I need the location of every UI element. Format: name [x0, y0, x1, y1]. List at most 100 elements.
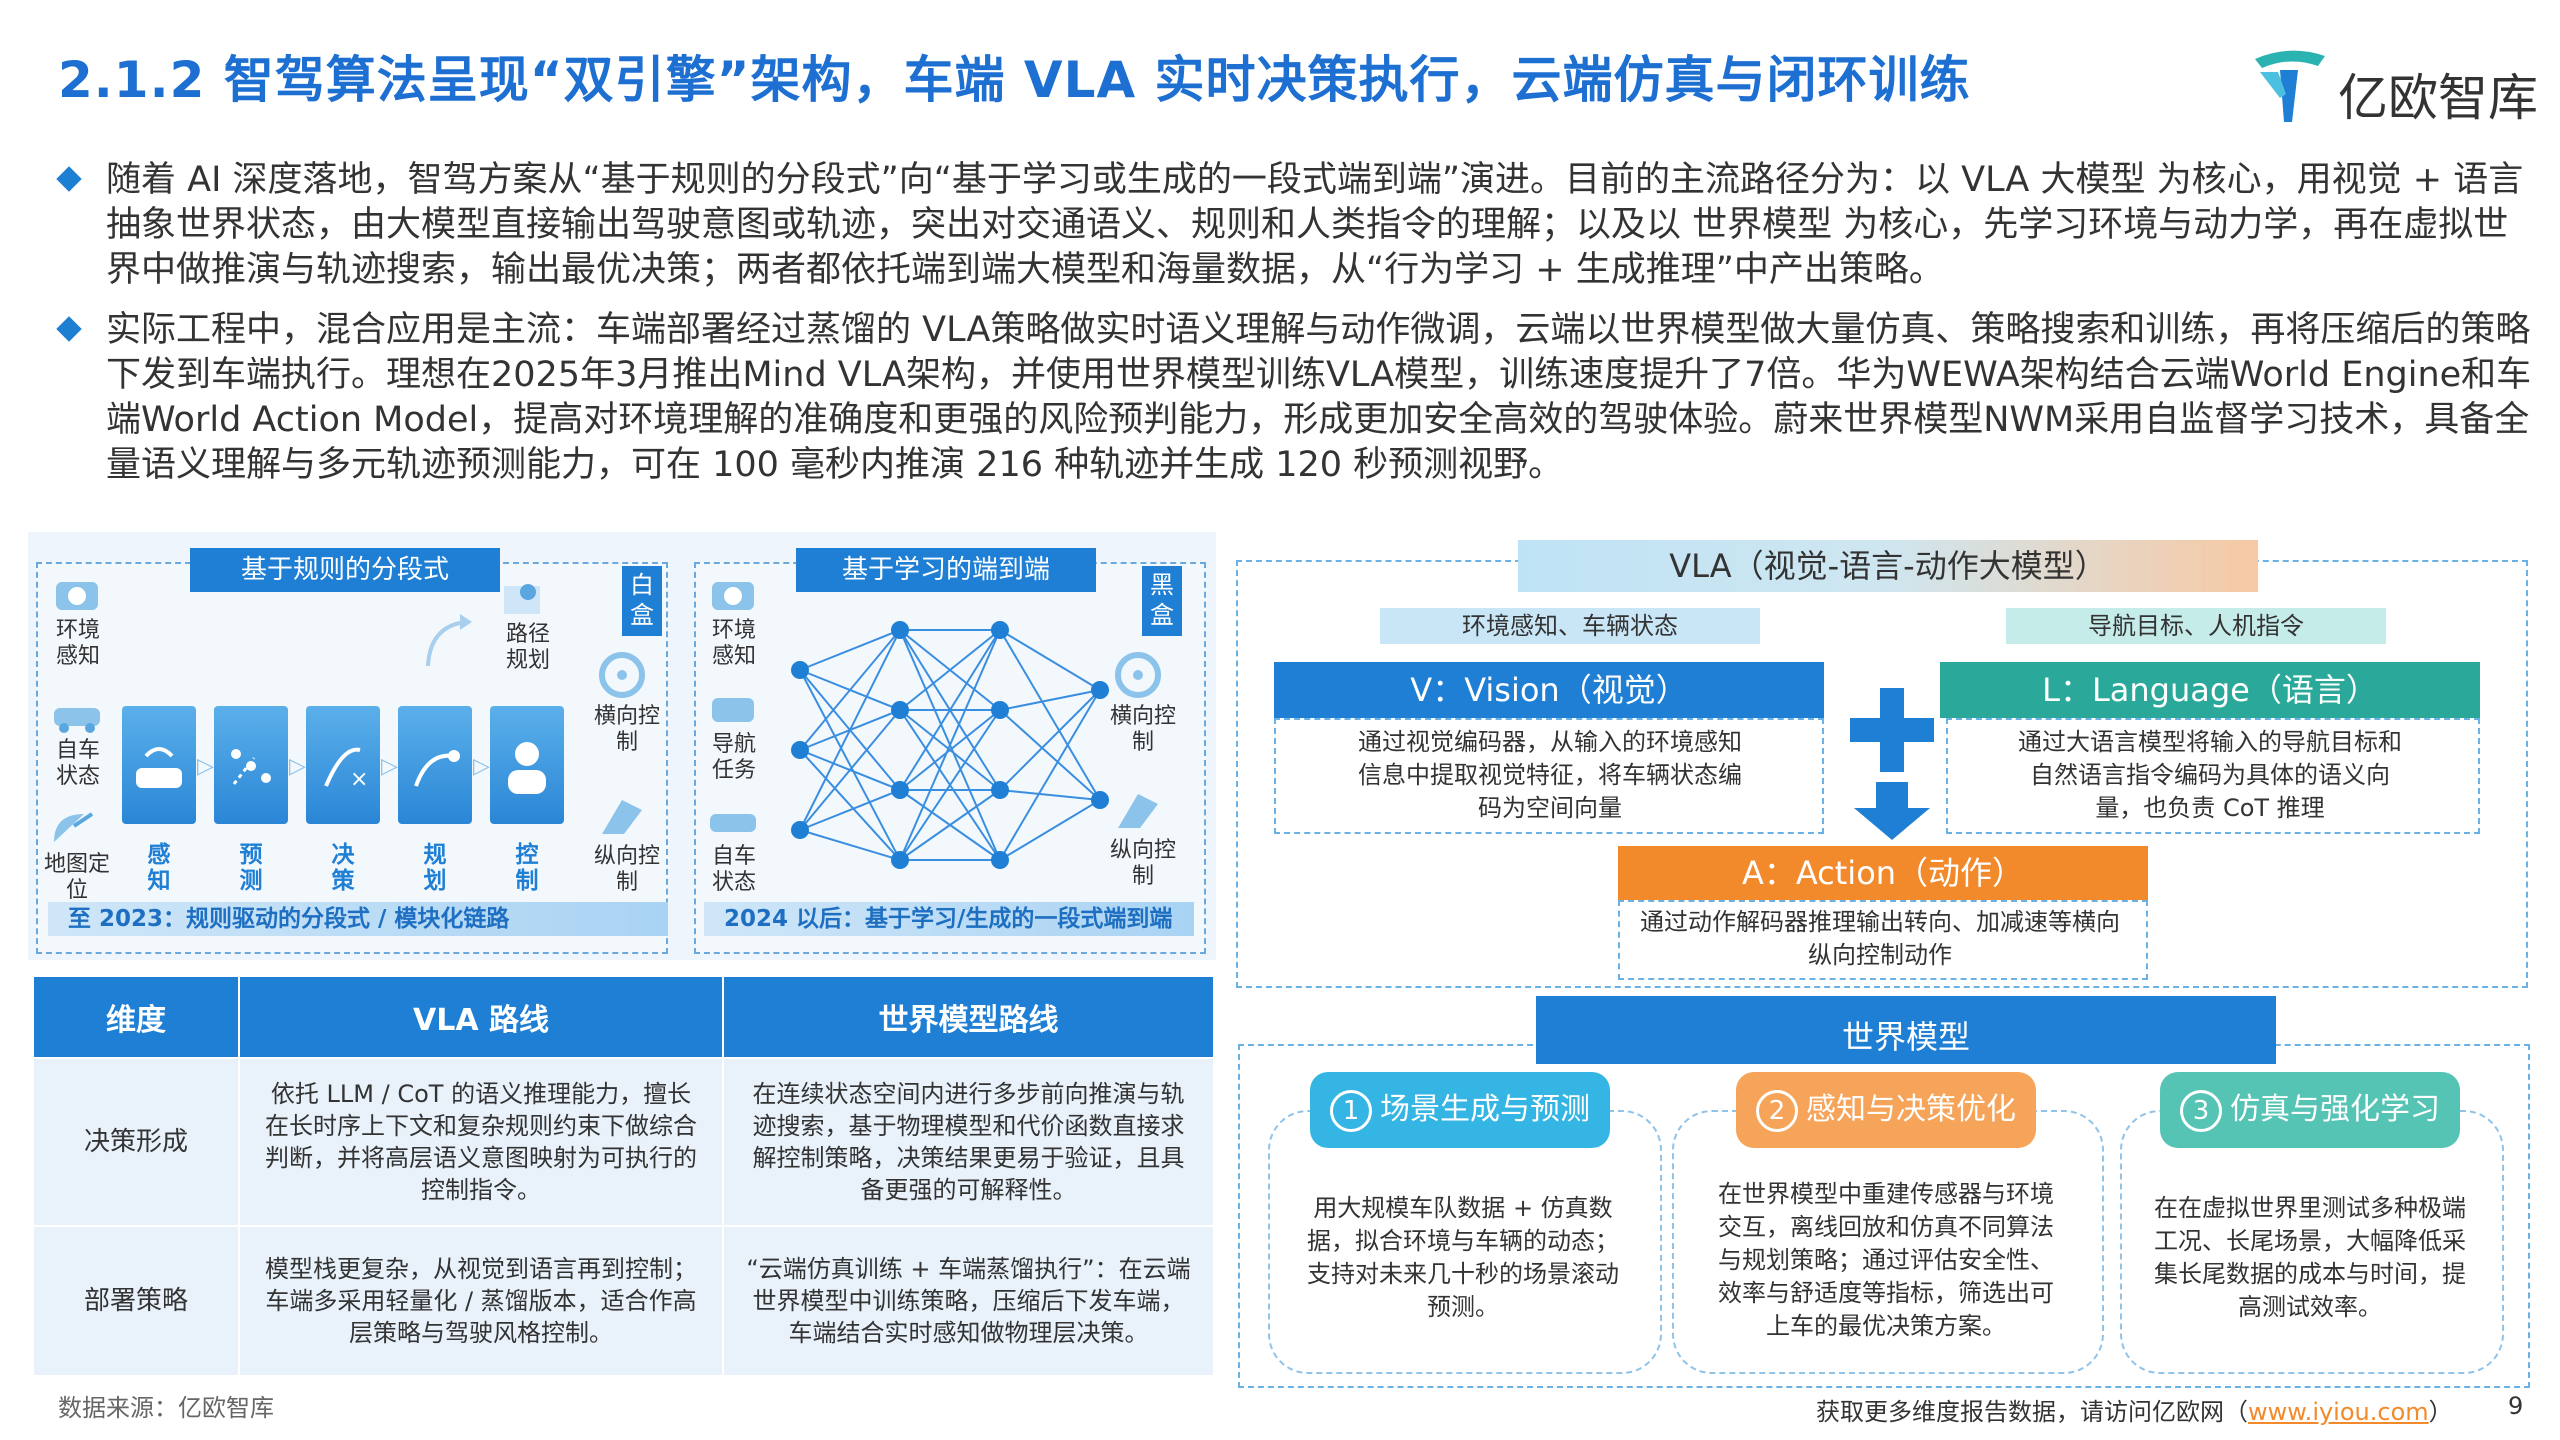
black-box-label: 黑盒 — [1142, 566, 1182, 636]
stage-planning — [398, 706, 472, 824]
car-icon — [54, 708, 100, 733]
pedal-icon — [1118, 794, 1158, 828]
footer-cta: 获取更多维度报告数据，请访问亿欧网（www.iyiou.com） — [1816, 1398, 2453, 1426]
table-cell: 部署策略 — [32, 1225, 240, 1377]
page-number: 9 — [2508, 1392, 2524, 1420]
table-cell: 在连续状态空间内进行多步前向推演与轨迹搜索，基于物理模型和代价函数直接求解控制策… — [722, 1057, 1215, 1227]
input-ego-state: 自车状态 — [704, 800, 764, 896]
e2e-panel-footer: 2024 以后：基于学习/生成的一段式端到端 — [704, 902, 1194, 936]
vla-title: VLA（视觉-语言-动作大模型） — [1518, 540, 2258, 592]
down-arrow-icon — [1854, 782, 1930, 840]
end-to-end-panel — [694, 562, 1206, 954]
e2e-panel-header: 基于学习的端到端 — [796, 548, 1096, 592]
path-planning-label: 路径规划 — [498, 578, 558, 674]
bullet-1: 随着 AI 深度落地，智驾方案从“基于规则的分段式”向“基于学习或生成的一段式端… — [56, 158, 2523, 298]
table-header: 世界模型路线 — [722, 975, 1215, 1059]
driver-icon — [508, 742, 546, 794]
arrow-icon: ▷ — [473, 754, 490, 779]
bullet-2: 实际工程中，混合应用是主流：车端部署经过蒸馏的 VLA策略做实时语义理解与动作微… — [56, 308, 2531, 498]
stage-perception — [122, 706, 196, 824]
stage-label: 控制 — [515, 842, 539, 894]
input-navigation: 导航任务 — [704, 688, 764, 784]
steering-wheel-icon — [1115, 652, 1161, 698]
vision-input-tag: 环境感知、车辆状态 — [1380, 608, 1760, 644]
stage-control — [490, 706, 564, 824]
diamond-bullet-icon — [56, 316, 82, 342]
curved-arrow-icon — [426, 614, 472, 667]
language-body: 通过大语言模型将输入的导航目标和自然语言指令编码为具体的语义向量，也负责 CoT… — [2018, 728, 2402, 822]
input-environment: 环境感知 — [704, 574, 764, 670]
table-cell: 决策形成 — [32, 1057, 240, 1227]
action-body-frame — [1618, 900, 2148, 980]
stage-label: 决策 — [331, 842, 355, 894]
number-badge: 2 — [1756, 1089, 1798, 1132]
input-map-location: 地图定位 — [44, 808, 110, 904]
world-card-1-body: 用大规模车队数据 + 仿真数据，拟合环境与车辆的动态；支持对未来几十秒的场景滚动… — [1307, 1194, 1619, 1321]
arrow-icon: ▷ — [381, 754, 398, 779]
brand-logo: 亿欧智库 — [2250, 38, 2540, 128]
output-longitudinal: 纵向控制 — [594, 790, 660, 896]
output-longitudinal: 纵向控制 — [1110, 784, 1176, 890]
route-plan-icon — [414, 750, 460, 787]
white-box-label: 白盒 — [622, 566, 662, 636]
stage-label: 感知 — [147, 842, 171, 894]
table-row: 决策形成 依托 LLM / CoT 的语义推理能力，擅长在长时序上下文和复杂规则… — [32, 1057, 1215, 1227]
logo-text: 亿欧智库 — [2338, 69, 2538, 127]
number-badge: 1 — [1330, 1089, 1372, 1132]
vision-header: V：Vision（视觉） — [1274, 662, 1824, 718]
map-pin-icon — [504, 584, 540, 614]
table-row: 部署策略 模型栈更复杂，从视觉到语言再到控制；车端多采用轻量化 / 蒸馏版本，适… — [32, 1225, 1215, 1377]
number-badge: 3 — [2180, 1089, 2222, 1132]
navigation-icon — [712, 698, 754, 722]
decision-branch-icon: × — [324, 747, 368, 792]
bullet-text: 实际工程中，混合应用是主流：车端部署经过蒸馏的 VLA策略做实时语义理解与动作微… — [106, 310, 2532, 485]
language-input-tag: 导航目标、人机指令 — [2006, 608, 2386, 644]
action-body: 通过动作解码器推理输出转向、加减速等横向纵向控制动作 — [1640, 908, 2120, 969]
arrow-icon: ▷ — [197, 754, 214, 779]
plus-icon — [1850, 688, 1934, 772]
page-title: 2.1.2 智驾算法呈现“双引擎”架构，车端 VLA 实时决策执行，云端仿真与闭… — [58, 51, 1971, 109]
logo-mark-icon — [2255, 50, 2325, 122]
table-cell: 模型栈更复杂，从视觉到语言再到控制；车端多采用轻量化 / 蒸馏版本，适合作高层策… — [238, 1225, 724, 1377]
camera-sensor-icon — [712, 582, 754, 610]
output-lateral: 横向控制 — [594, 650, 660, 756]
car-icon — [710, 814, 756, 832]
data-source: 数据来源：亿欧智库 — [58, 1394, 274, 1422]
vision-body-frame — [1274, 718, 1824, 834]
iyiou-link[interactable]: www.iyiou.com — [2248, 1398, 2429, 1426]
language-header: L：Language（语言） — [1940, 662, 2480, 718]
language-body-frame — [1946, 718, 2480, 834]
world-card-3 — [2120, 1110, 2504, 1374]
table-cell: “云端仿真训练 + 车端蒸馏执行”：在云端世界模型中训练策略，压缩后下发车端，车… — [722, 1225, 1215, 1377]
camera-sensor-icon — [56, 582, 98, 610]
bullet-text: 随着 AI 深度落地，智驾方案从“基于规则的分段式”向“基于学习或生成的一段式端… — [106, 160, 2524, 290]
stage-decision: × — [306, 706, 380, 824]
world-card-3-body: 在在虚拟世界里测试多种极端工况、长尾场景，大幅降低采集长尾数据的成本与时间，提高… — [2154, 1194, 2466, 1321]
table-header: VLA 路线 — [238, 975, 724, 1059]
stage-label: 预测 — [239, 842, 263, 894]
stage-prediction — [214, 706, 288, 824]
neural-network-icon — [791, 621, 1109, 869]
table-cell: 依托 LLM / CoT 的语义推理能力，擅长在长时序上下文和复杂规则约束下做综… — [238, 1057, 724, 1227]
diamond-bullet-icon — [56, 166, 82, 192]
output-lateral: 横向控制 — [1110, 650, 1176, 756]
trajectory-dots-icon — [231, 749, 271, 785]
rule-panel-footer: 至 2023：规则驱动的分段式 / 模块化链路 — [48, 902, 668, 936]
world-card-2-body: 在世界模型中重建传感器与环境交互，离线回放和仿真不同算法与规划策略；通过评估安全… — [1718, 1180, 2054, 1340]
input-environment: 环境感知 — [48, 574, 108, 670]
input-ego-state: 自车状态 — [48, 694, 108, 790]
radar-car-icon — [136, 747, 182, 788]
vision-body: 通过视觉编码器，从输入的环境感知信息中提取视觉特征，将车辆状态编码为空间向量 — [1358, 728, 1742, 822]
steering-wheel-icon — [599, 652, 645, 698]
satellite-dish-icon — [54, 812, 94, 842]
world-model-title: 世界模型 — [1536, 996, 2276, 1064]
world-card-1 — [1268, 1110, 1662, 1374]
comparison-table: 维度 VLA 路线 世界模型路线 决策形成 依托 LLM / CoT 的语义推理… — [32, 975, 1215, 1377]
action-header: A：Action（动作） — [1618, 846, 2148, 900]
stage-label: 规划 — [423, 842, 447, 894]
table-header: 维度 — [32, 975, 240, 1059]
arrow-icon: ▷ — [289, 754, 306, 779]
